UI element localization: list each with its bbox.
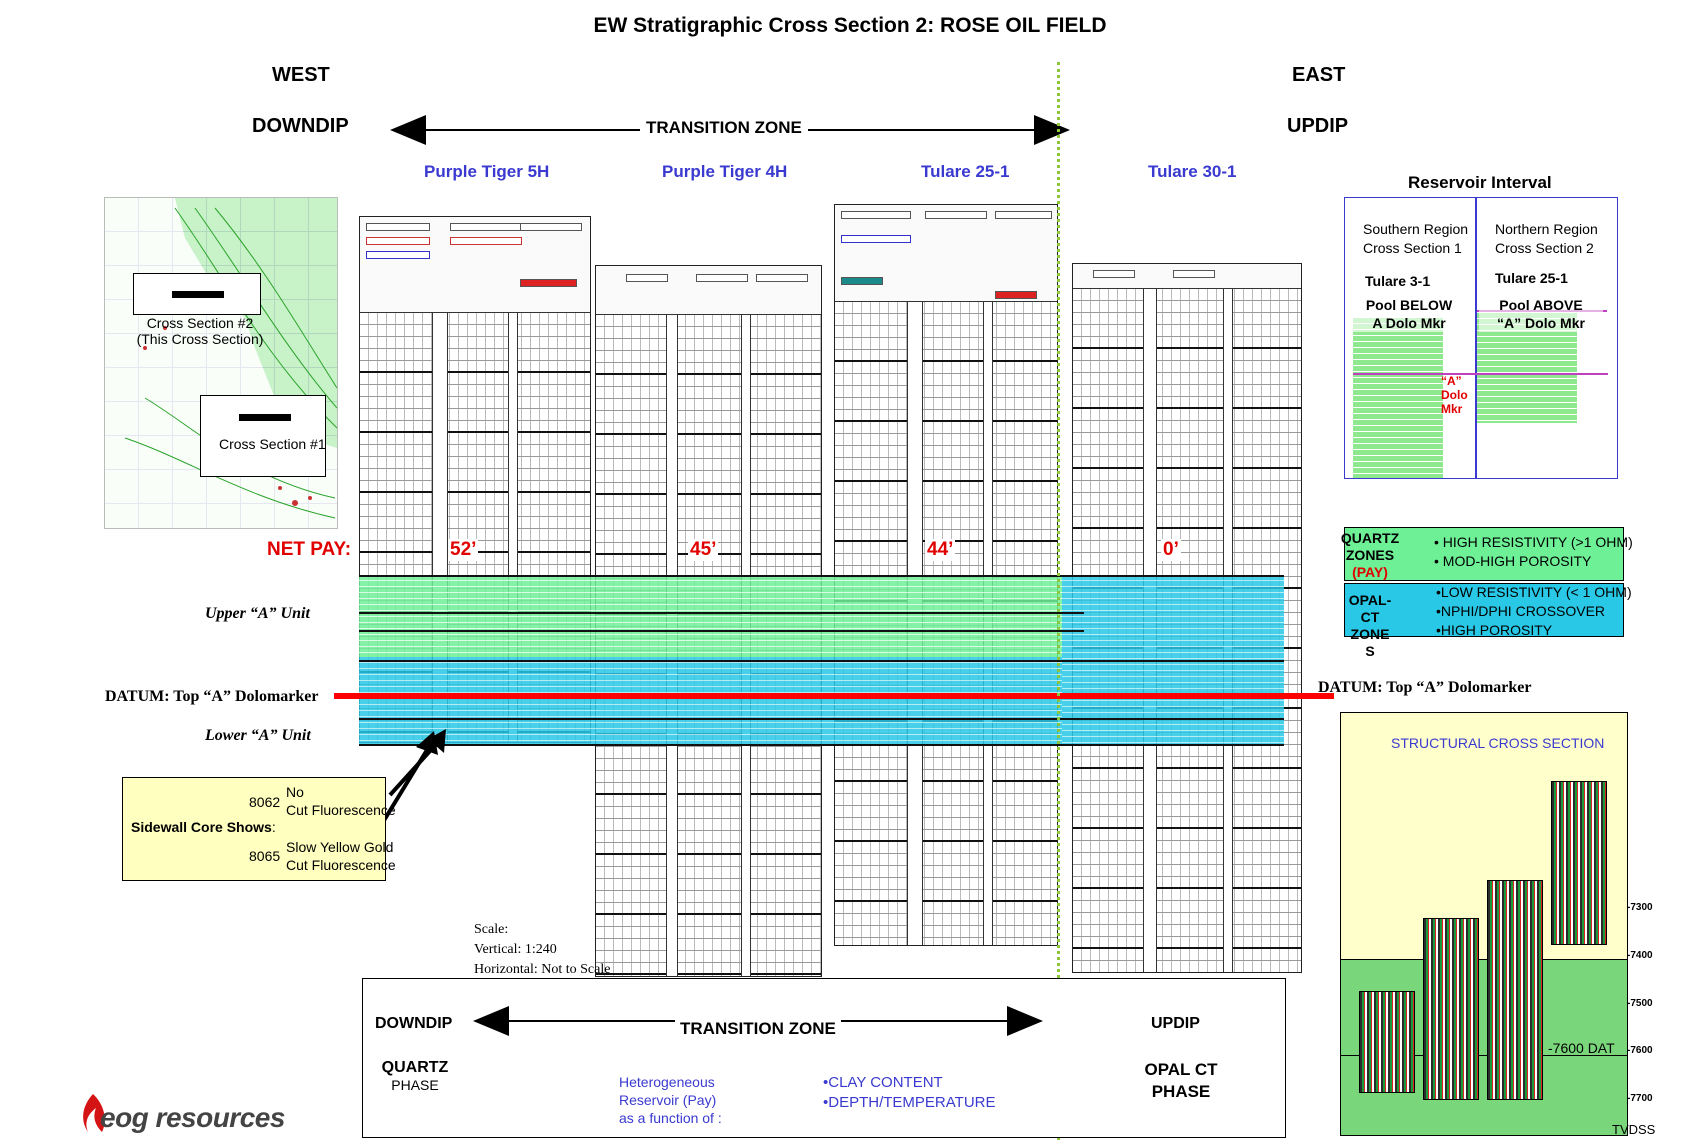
structural-well-2 (1423, 918, 1479, 1100)
well-name-purple-tiger-5h: Purple Tiger 5H (424, 162, 550, 181)
north-well-label: Tulare 25-1 (1495, 270, 1568, 286)
cross-section-2-line (172, 291, 224, 298)
bottom-transition-label: TRANSITION ZONE (675, 1019, 841, 1039)
bottom-downdip-label: DOWNDIP (375, 1015, 453, 1032)
datum-line (334, 693, 1334, 699)
datum-label-west: DATUM: Top “A” Dolomarker (105, 688, 319, 705)
eog-logo-text: eog resources (100, 1102, 285, 1133)
opal-ct-zones-legend (1344, 583, 1624, 637)
structural-well-4 (1551, 781, 1607, 945)
well-name-tulare-25-1: Tulare 25-1 (921, 162, 1010, 181)
east-label: EAST (1292, 64, 1346, 86)
south-pool-zone (1353, 318, 1443, 478)
core-show-arrows (378, 729, 446, 829)
quartz-zones-legend (1344, 527, 1624, 581)
cross-section-1-box: Cross Section #1 (200, 395, 326, 477)
tvdss-label: TVDSS (1612, 1122, 1656, 1137)
net-pay-tulare-25-1: 44’ (925, 539, 956, 561)
core-depth-8062: 8062 (249, 794, 281, 810)
lower-a-unit-label: Lower “A” Unit (205, 727, 311, 744)
cross-section-2-box (133, 273, 261, 315)
opal-ct-zones-items: •LOW RESISTIVITY (< 1 OHM)•NPHI/DPHI CRO… (1436, 584, 1632, 638)
bottom-updip-label: UPDIP (1151, 1015, 1200, 1032)
depth-7400: -7400 (1627, 950, 1653, 961)
reservoir-interval-title: Reservoir Interval (1408, 173, 1552, 192)
quartz-zone-band (359, 575, 1062, 657)
flame-icon (83, 1094, 105, 1132)
cross-section-1-line (239, 414, 291, 421)
depth-7600: -7600 (1627, 1045, 1653, 1056)
datum-label-east: DATUM: Top “A” Dolomarker (1318, 679, 1532, 696)
quartz-zones-items: • HIGH RESISTIVITY (>1 OHM)• MOD-HIGH PO… (1434, 534, 1633, 569)
log-header (360, 217, 590, 313)
location-map (104, 197, 338, 529)
structural-well-3 (1487, 880, 1543, 1100)
structural-title: STRUCTURAL CROSS SECTION (1391, 735, 1605, 751)
west-label: WEST (272, 64, 330, 86)
updip-label: UPDIP (1287, 115, 1349, 137)
depth-7700: -7700 (1627, 1093, 1653, 1104)
factors-list: •CLAY CONTENT•DEPTH/TEMPERATURE (823, 1074, 996, 1111)
depth-7300: -7300 (1627, 902, 1653, 913)
depth-7500: -7500 (1627, 998, 1653, 1009)
net-pay-label: NET PAY: (267, 539, 352, 560)
transition-divider (1057, 62, 1060, 1140)
downdip-label: DOWNDIP (252, 115, 349, 137)
cross-section-2-label: Cross Section #2(This Cross Section) (136, 315, 264, 347)
transition-zone-label: TRANSITION ZONE (640, 118, 808, 138)
well-name-purple-tiger-4h: Purple Tiger 4H (662, 162, 788, 181)
cross-section-1-label: Cross Section #1 (219, 436, 326, 452)
net-pay-purple-tiger-5h: 52’ (448, 539, 479, 561)
structural-well-1 (1359, 991, 1415, 1093)
sidewall-core-shows-box: 8062 No Cut Fluorescence Sidewall Core S… (122, 777, 396, 881)
upper-a-unit-label: Upper “A” Unit (205, 605, 310, 622)
page-title: EW Stratigraphic Cross Section 2: ROSE O… (593, 14, 1107, 37)
opal-ct-band-west (359, 657, 1062, 745)
structural-datum-label: -7600 DAT (1548, 1040, 1615, 1056)
net-pay-purple-tiger-4h: 45’ (688, 539, 719, 561)
well-name-tulare-30-1: Tulare 30-1 (1148, 162, 1237, 181)
net-pay-tulare-30-1: 0’ (1161, 539, 1181, 561)
sidewall-core-shows-label: Sidewall Core Shows: (131, 819, 276, 835)
core-depth-8065: 8065 (249, 848, 281, 864)
south-well-label: Tulare 3-1 (1365, 273, 1431, 289)
structural-cross-section: STRUCTURAL CROSS SECTION (1340, 712, 1628, 1136)
north-pool-label: Pool ABOVE“A” Dolo Mkr (1479, 296, 1603, 332)
